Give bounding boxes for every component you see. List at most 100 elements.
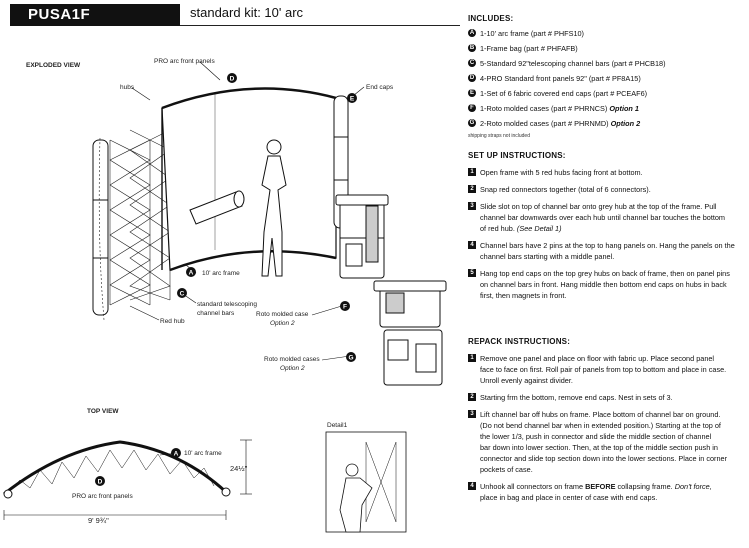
label-roto-case: Roto molded case [256, 311, 309, 318]
step-bold: BEFORE [585, 482, 616, 491]
repack-list: 1 Remove one panel and place on floor wit… [468, 353, 740, 503]
include-badge: D [468, 74, 476, 82]
include-item: D 4-PRO Standard front panels 92" (part #… [468, 73, 740, 84]
include-text: 5-Standard 92"telescoping channel bars (… [480, 59, 666, 68]
step-text: collapsing frame. [615, 482, 675, 491]
badge-a: A [189, 270, 194, 277]
badge-f: F [343, 304, 347, 311]
label-top-height: 24½" [230, 464, 248, 473]
product-code: PUSA1F [10, 4, 180, 26]
include-badge: B [468, 44, 476, 52]
badge-e: E [350, 96, 355, 103]
repack-heading: REPACK INSTRUCTIONS: [468, 337, 571, 346]
top-badge-a: A [174, 451, 179, 458]
step-number: 2 [468, 393, 476, 401]
label-std-channel-1: standard telescoping [197, 301, 257, 308]
step-line: Slide slot on top of channel bar onto gr… [480, 202, 717, 211]
setup-heading: SET UP INSTRUCTIONS: [468, 151, 566, 160]
step-line: connector and slide top section down int… [480, 454, 728, 463]
include-item: C 5-Standard 92"telescoping channel bars … [468, 58, 740, 69]
includes-note: shipping straps not included [468, 133, 530, 139]
step-number: 5 [468, 269, 476, 277]
step-number: 3 [468, 410, 476, 418]
top-view-drawing [3, 439, 252, 520]
step-italic: (See Detail 1) [516, 224, 562, 233]
include-text: 1-Set of 6 fabric covered end caps (part… [480, 89, 648, 98]
label-hubs: hubs [120, 84, 135, 91]
step-line: Open frame with 5 red hubs facing front … [480, 168, 643, 177]
step-number: 4 [468, 482, 476, 490]
roto-case-f [335, 194, 389, 279]
include-badge: A [468, 29, 476, 37]
include-text: 4-PRO Standard front panels 92" (part # … [480, 74, 641, 83]
step-line: Starting frm the bottom, remove end caps… [480, 393, 673, 402]
setup-list: 1 Open frame with 5 red hubs facing front… [468, 167, 740, 301]
badge-c: C [180, 291, 185, 298]
step-number: 1 [468, 168, 476, 176]
step-line: face to face on first. Roll pair of pane… [480, 365, 727, 374]
instruction-step: 2 Snap red connectors together (total of … [468, 184, 740, 195]
include-item: E 1-Set of 6 fabric covered end caps (par… [468, 88, 740, 99]
step-number: 4 [468, 241, 476, 249]
include-text: 1-Roto molded cases (part # PHRNCS) [480, 104, 610, 113]
instruction-step: 1 Open frame with 5 red hubs facing front… [468, 167, 740, 178]
kit-title: standard kit: 10' arc [190, 5, 304, 20]
include-badge: G [468, 119, 476, 127]
step-line: place in bag and place in center of case… [480, 493, 658, 502]
step-line: (Do not bend channel bar when in extende… [480, 421, 721, 430]
include-option: Option 2 [610, 119, 641, 128]
step-line: Unhook all connectors on frame BEFORE co… [480, 481, 740, 492]
exploded-view-drawing: D E A C F G A D [3, 61, 447, 533]
label-top-arc-frame: 10' arc frame [184, 450, 222, 457]
instruction-step: 2 Starting frm the bottom, remove end cap… [468, 392, 740, 403]
label-red-hub: Red hub [160, 318, 185, 325]
label-top-pro-panels: PRO arc front panels [72, 493, 133, 500]
include-option: Option 1 [609, 104, 639, 113]
step-line: Channel bars have 2 pins at the top to h… [480, 241, 735, 250]
label-pro-arc-front-panels: PRO arc front panels [154, 58, 215, 65]
curved-front-panel [161, 87, 337, 272]
rolled-panel [189, 190, 245, 225]
step-line: Remove one panel and place on floor with… [480, 354, 715, 363]
step-number: 3 [468, 202, 476, 210]
step-number: 1 [468, 354, 476, 362]
instruction-step: 4 Channel bars have 2 pins at the top to … [468, 240, 740, 262]
instruction-step: 4 Unhook all connectors on frame BEFORE c… [468, 481, 740, 503]
top-view-heading: TOP VIEW [87, 408, 119, 415]
step-line: channel bar downwards over each hub unti… [480, 213, 726, 222]
step-line: bar down into lower section. Then, at th… [480, 443, 718, 452]
include-text: 1-10' arc frame (part # PHFS10) [480, 29, 584, 38]
step-line: on channel bars in front. Hang middle th… [480, 280, 727, 289]
title-divider [180, 25, 460, 26]
include-item: A 1-10' arc frame (part # PHFS10) [468, 28, 740, 39]
include-badge: E [468, 89, 476, 97]
person-silhouette [261, 139, 287, 277]
instruction-step: 1 Remove one panel and place on floor wit… [468, 353, 740, 386]
left-end-cap-column [92, 139, 109, 316]
label-top-width: 9' 9¾" [88, 516, 109, 525]
step-line: Snap red connectors together (total of 6… [480, 185, 651, 194]
badge-g: G [348, 355, 353, 362]
label-std-channel-2: channel bars [197, 310, 235, 317]
callout-badges [177, 73, 357, 362]
arc-frame-lattice [98, 129, 171, 321]
detail-1-drawing [325, 431, 407, 533]
step-line: of red hub. (See Detail 1) [480, 224, 562, 233]
include-badge: C [468, 59, 476, 67]
step-line: pockets of case. [480, 465, 533, 474]
step-number: 2 [468, 185, 476, 193]
step-line: Unroll evenly against divider. [480, 376, 573, 385]
label-arc-frame: 10' arc frame [202, 270, 240, 277]
top-badge-d: D [98, 479, 103, 486]
label-roto-cases-option: Option 2 [280, 365, 305, 372]
label-roto-case-option: Option 2 [270, 320, 295, 327]
roto-cases-g [373, 280, 447, 386]
step-line: first, then magnets in front. [480, 291, 567, 300]
